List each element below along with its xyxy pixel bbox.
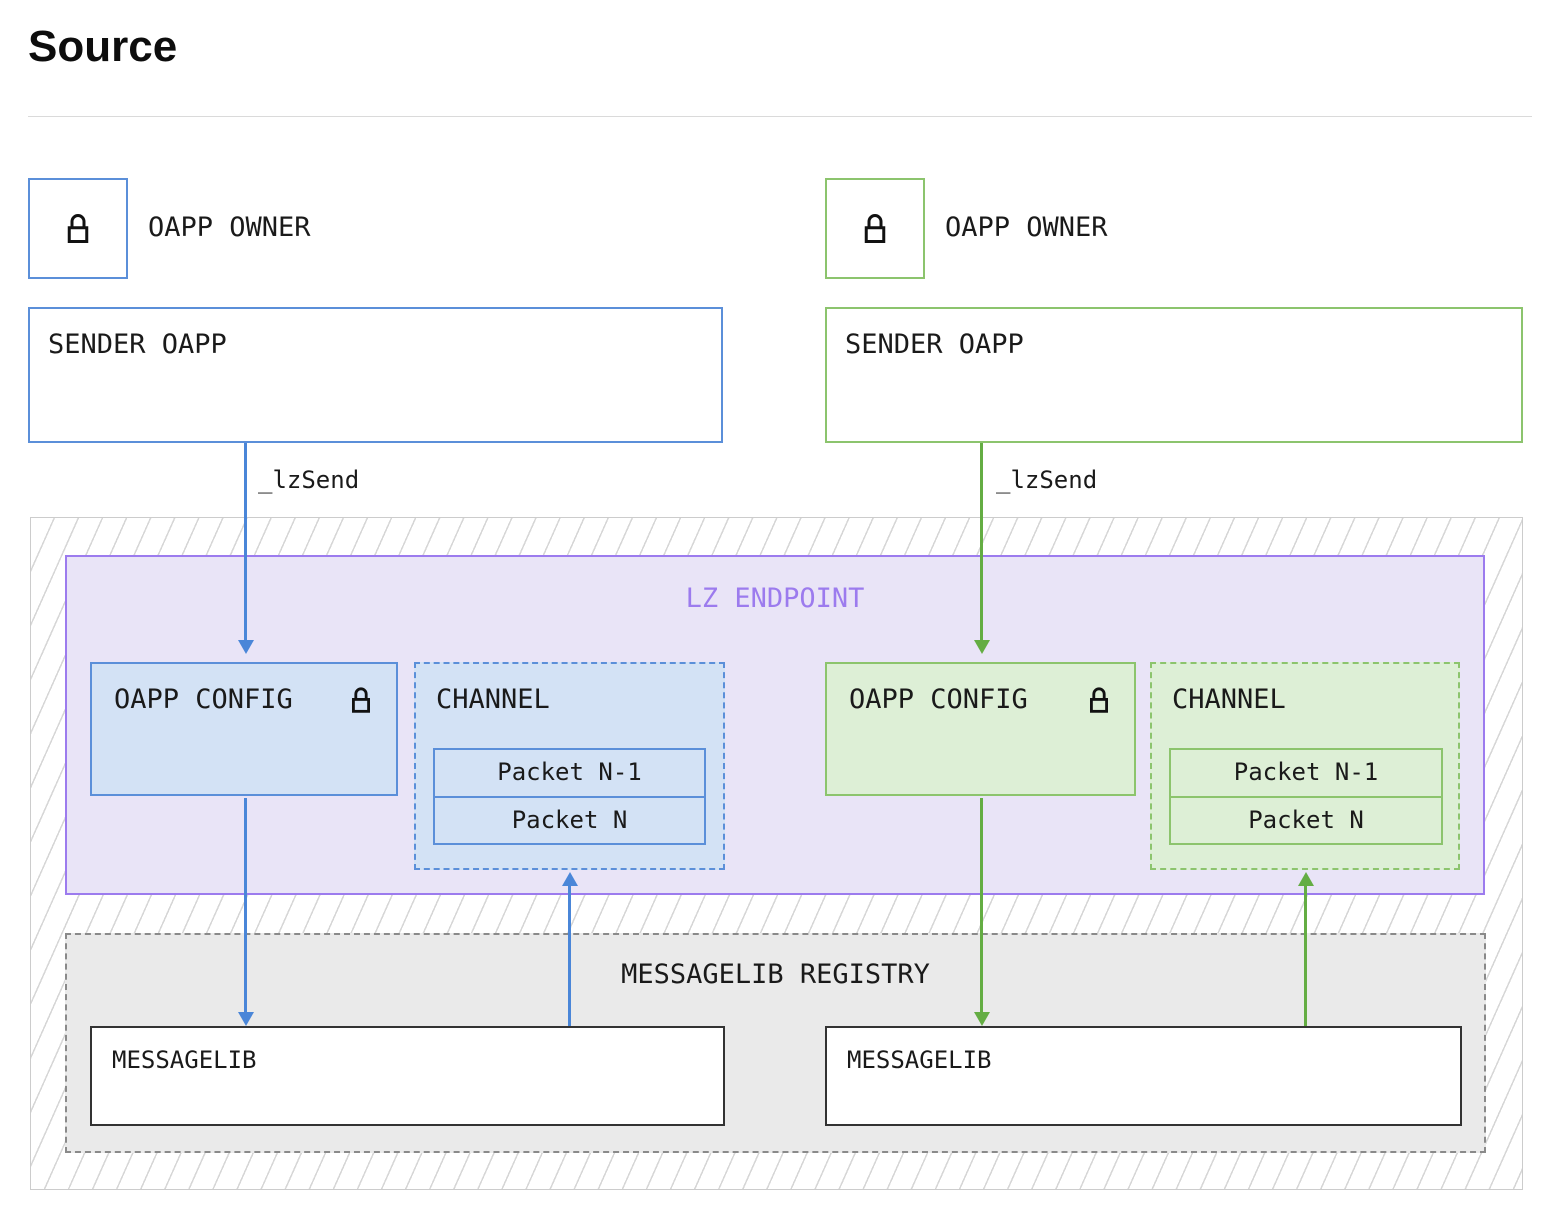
registry-label: MESSAGELIB REGISTRY (621, 959, 930, 990)
lock-icon (63, 210, 93, 248)
lzsend-label: _lzSend (258, 466, 360, 494)
messagelib-label: MESSAGELIB (847, 1046, 992, 1074)
owner-box (28, 178, 128, 279)
flow-arrow-line (1304, 886, 1307, 1026)
flow-arrow-head (238, 1012, 254, 1026)
oapp-config-box: OAPP CONFIG (90, 662, 398, 796)
flow-arrow-head (238, 640, 254, 654)
packet-row: Packet N (435, 795, 704, 844)
flow-arrow-line (568, 886, 571, 1026)
flow-arrow-line (244, 443, 247, 640)
header-divider (28, 116, 1532, 117)
sender-label: SENDER OAPP (48, 329, 227, 360)
flow-arrow-head (974, 1012, 990, 1026)
lzsend-label: _lzSend (996, 466, 1098, 494)
endpoint-label: LZ ENDPOINT (685, 583, 865, 614)
flow-arrow-head (974, 640, 990, 654)
messagelib-box: MESSAGELIB (90, 1026, 725, 1126)
lock-icon (860, 210, 890, 248)
oapp-config-box: OAPP CONFIG (825, 662, 1136, 796)
owner-label: OAPP OWNER (148, 212, 311, 244)
packet-stack: Packet N-1 Packet N (1169, 748, 1443, 845)
channel-box: CHANNEL (1150, 662, 1460, 870)
lock-icon (348, 684, 374, 717)
messagelib-label: MESSAGELIB (112, 1046, 257, 1074)
oapp-config-label: OAPP CONFIG (849, 684, 1028, 715)
channel-label: CHANNEL (1172, 684, 1286, 715)
owner-label: OAPP OWNER (945, 212, 1108, 244)
owner-box (825, 178, 925, 279)
channel-label: CHANNEL (436, 684, 550, 715)
flow-arrow-line (980, 443, 983, 640)
packet-stack: Packet N-1 Packet N (433, 748, 706, 845)
flow-arrow-head (562, 872, 578, 886)
page-title: Source (28, 22, 178, 71)
channel-box: CHANNEL (414, 662, 725, 870)
packet-row: Packet N-1 (497, 758, 642, 787)
sender-label: SENDER OAPP (845, 329, 1024, 360)
flow-arrow-head (1298, 872, 1314, 886)
lock-icon (1086, 684, 1112, 717)
messagelib-box: MESSAGELIB (825, 1026, 1462, 1126)
oapp-config-label: OAPP CONFIG (114, 684, 293, 715)
sender-box: SENDER OAPP (825, 307, 1523, 443)
sender-box: SENDER OAPP (28, 307, 723, 443)
flow-arrow-line (980, 798, 983, 1012)
packet-row: Packet N (1171, 795, 1441, 844)
flow-arrow-line (244, 798, 247, 1012)
packet-row: Packet N-1 (1233, 758, 1379, 787)
